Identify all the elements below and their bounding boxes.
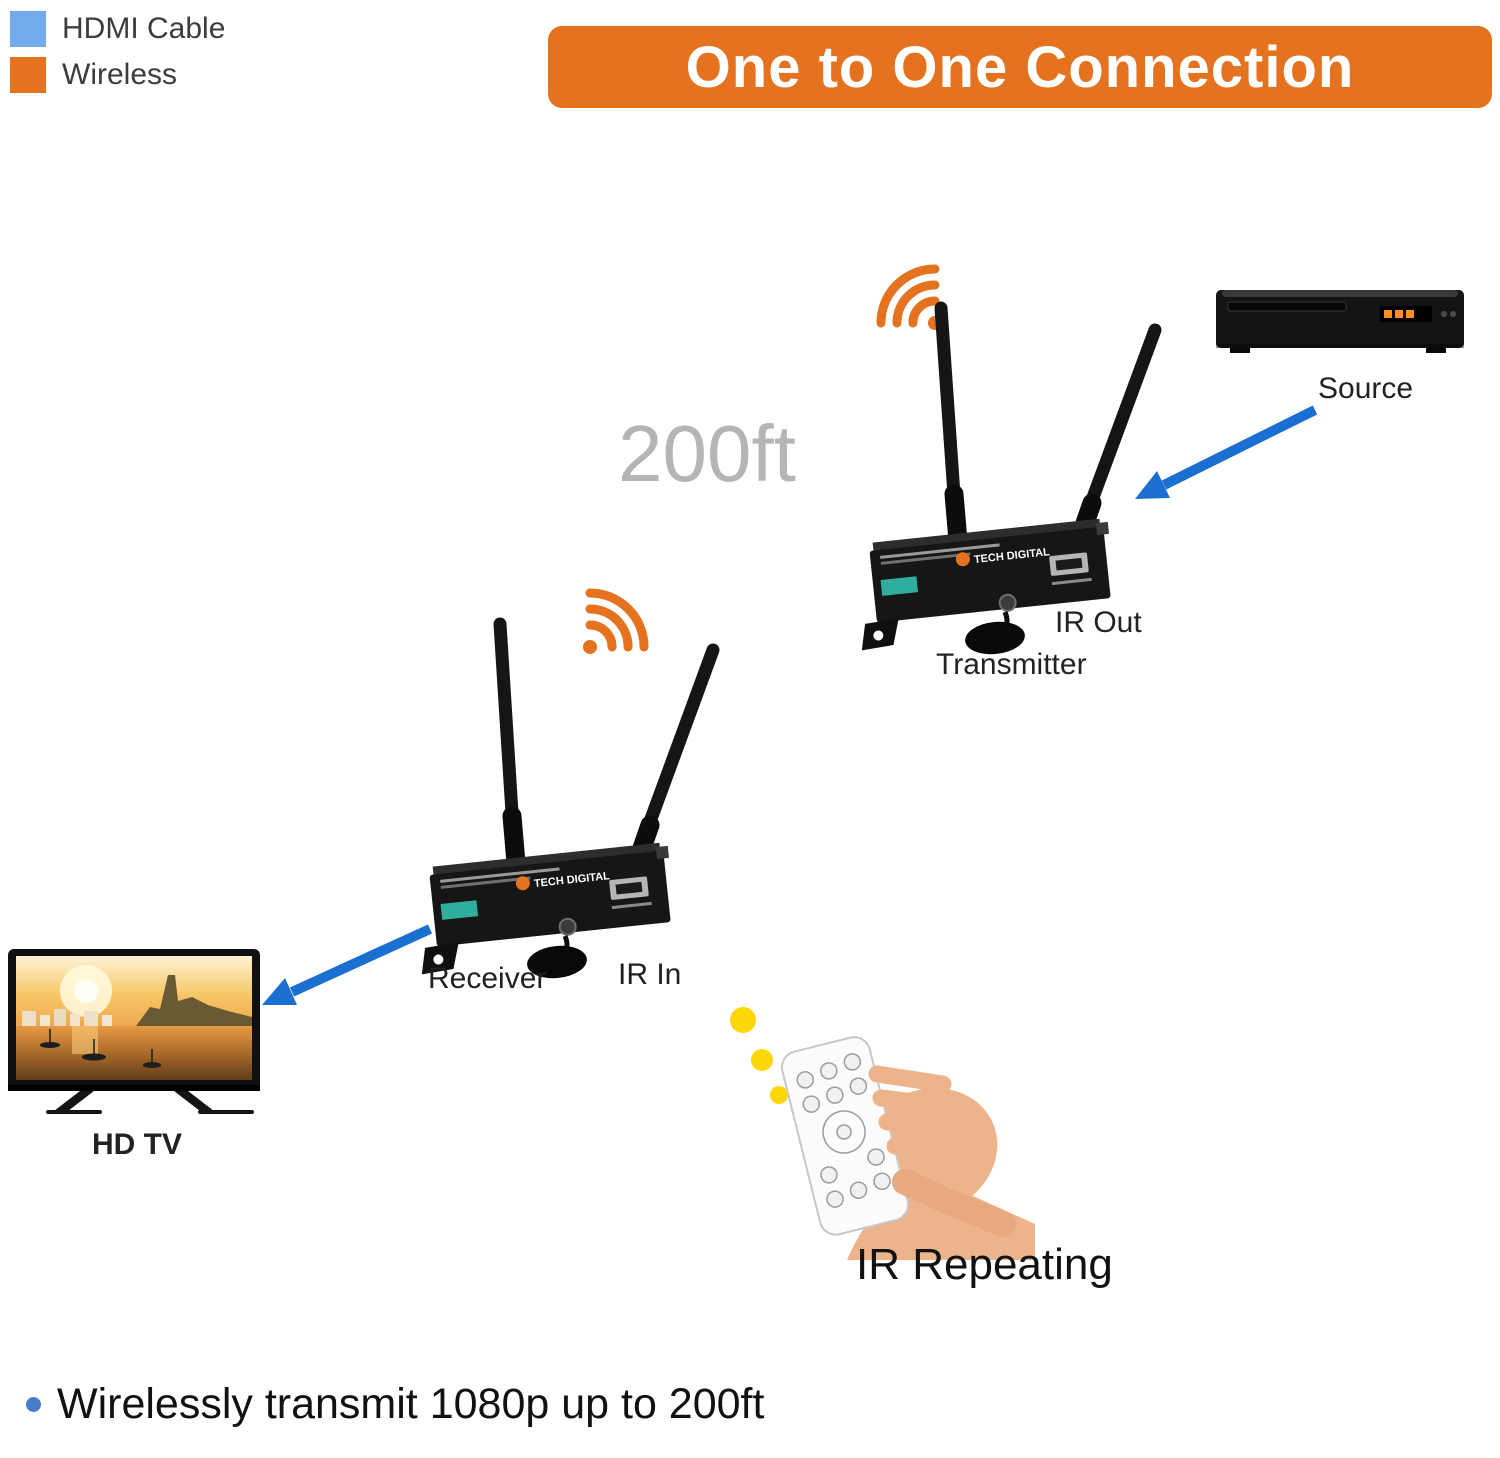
legend-wireless-label: Wireless	[62, 58, 178, 91]
ir-emitter-cable	[965, 611, 1025, 655]
antenna-connector	[1095, 521, 1110, 536]
legend-item-wireless: Wireless	[10, 52, 225, 98]
brand-logo-icon	[515, 876, 530, 891]
wireless-swatch-icon	[10, 57, 46, 93]
spec-sticker	[440, 900, 479, 920]
receiver-antenna-right	[624, 643, 720, 881]
wireless-signal-icon	[876, 264, 942, 330]
page-title: One to One Connection	[685, 34, 1355, 100]
bullet-icon	[26, 1397, 41, 1412]
remote-hand-illustration	[730, 1007, 1035, 1260]
tv-screen-image	[16, 956, 252, 1080]
legend-item-hdmi: HDMI Cable	[10, 6, 225, 52]
disc-tray	[1227, 301, 1347, 312]
brand-logo-icon	[955, 552, 970, 567]
ir-in-label: IR In	[618, 958, 682, 991]
hdmi-cable-swatch-icon	[10, 11, 46, 47]
receiver-body: TECH DIGITAL	[421, 842, 671, 975]
source-device-illustration	[1216, 290, 1464, 353]
tv-stand	[46, 1091, 254, 1114]
transmitter-body: TECH DIGITAL	[861, 518, 1111, 651]
spec-sticker	[880, 576, 919, 596]
ir-repeating-label: IR Repeating	[856, 1240, 1113, 1289]
remote-buttons	[796, 1053, 891, 1208]
ir-out-label: IR Out	[1055, 606, 1142, 639]
receiver-antenna-left	[493, 617, 526, 873]
ir-jack-icon	[998, 593, 1017, 612]
ir-receiver-cable	[527, 935, 587, 979]
wireless-signal-icon	[583, 588, 649, 654]
legend: HDMI Cable Wireless	[10, 6, 225, 98]
legend-hdmi-label: HDMI Cable	[62, 12, 226, 45]
ir-jack-icon	[558, 917, 577, 936]
receiver-label: Receiver	[428, 962, 547, 995]
hdtv-label: HD TV	[92, 1128, 182, 1161]
hdtv-illustration	[8, 949, 260, 1114]
remote-control	[780, 1036, 910, 1236]
footer-note-text: Wirelessly transmit 1080p up to 200ft	[57, 1380, 765, 1428]
receiver-device-illustration: TECH DIGITAL	[421, 588, 720, 979]
antenna-connector	[655, 845, 670, 860]
hdmi-arrow-receiver-to-tv	[262, 924, 433, 1005]
transmitter-antenna-left	[934, 301, 968, 551]
hdmi-arrow-source-to-transmitter	[1135, 405, 1318, 499]
source-label: Source	[1318, 372, 1414, 405]
ir-signal-dots-icon	[730, 1007, 788, 1104]
title-banner: One to One Connection	[548, 26, 1492, 108]
footer-note: Wirelessly transmit 1080p up to 200ft	[26, 1380, 764, 1429]
thumb	[892, 1169, 1016, 1237]
distance-label: 200ft	[618, 409, 796, 498]
transmitter-device-illustration: TECH DIGITAL	[861, 264, 1162, 655]
fingers	[868, 1065, 964, 1159]
transmitter-label: Transmitter	[936, 648, 1087, 681]
